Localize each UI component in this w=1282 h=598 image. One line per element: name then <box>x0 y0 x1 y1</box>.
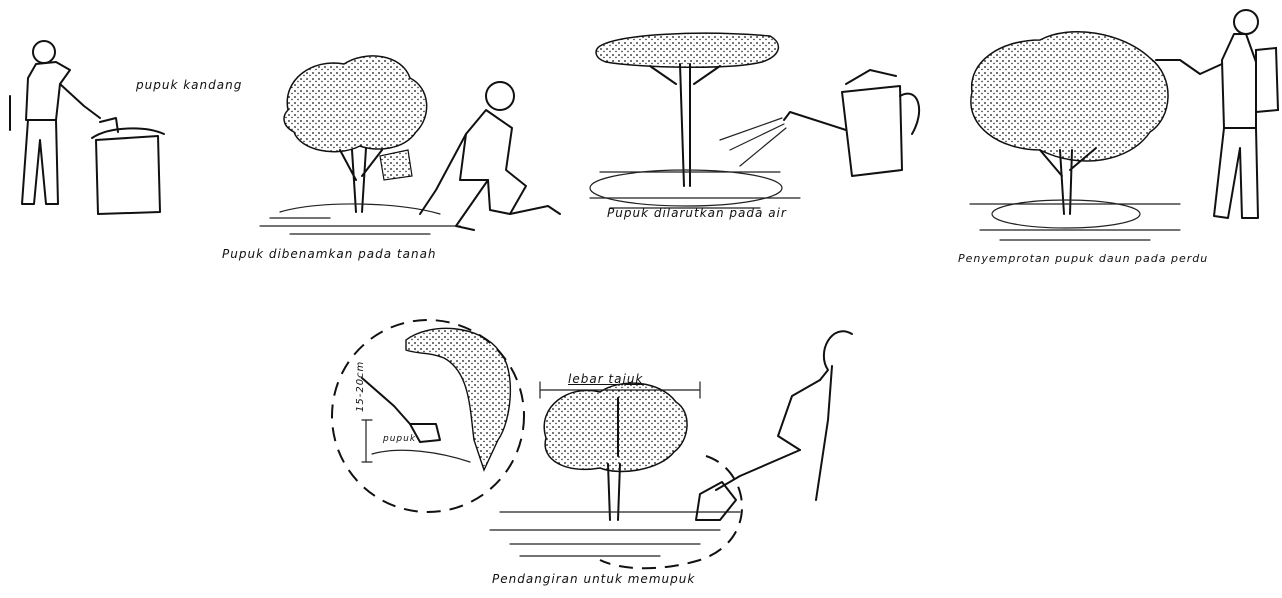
person-hoeing <box>696 331 852 520</box>
tree-trunk-2 <box>340 148 382 212</box>
detail-tree <box>406 328 510 470</box>
label-pupuk-kecil: pupuk <box>383 434 416 444</box>
caption-dibenamkan-tanah: Pupuk dibenamkan pada tanah <box>222 247 437 261</box>
person-standing-1 <box>10 41 100 204</box>
tree-trunk-3 <box>650 64 720 186</box>
person-kneeling <box>420 82 560 230</box>
caption-pendangiran: Pendangiran untuk memupuk <box>492 572 695 586</box>
label-lebar-tajuk: lebar tajuk <box>568 372 643 386</box>
fertilizer-bag-2 <box>380 150 412 180</box>
label-pupuk-kandang: pupuk kandang <box>136 78 242 92</box>
ground-2 <box>280 204 440 214</box>
tree-canopy-5 <box>544 383 687 471</box>
backpack-sprayer <box>1256 48 1278 112</box>
caption-penyemprotan-daun: Penyemprotan pupuk daun pada perdu <box>958 252 1208 265</box>
panel-pupuk-dilarutkan <box>590 33 919 208</box>
ground-ring-3 <box>590 170 782 206</box>
panel-pupuk-kandang <box>10 41 164 214</box>
caption-dilarutkan-air: Pupuk dilarutkan pada air <box>607 206 787 220</box>
manure-sack <box>92 118 164 214</box>
panel-pendangiran <box>332 320 852 568</box>
watering-can <box>720 70 919 176</box>
tree-canopy-4 <box>971 32 1168 161</box>
tree-canopy-2 <box>284 56 427 152</box>
tree-canopy-3 <box>596 33 778 67</box>
person-spraying <box>1156 10 1278 218</box>
panel-pupuk-dibenamkan <box>260 56 560 234</box>
label-kedalaman: 15-20cm <box>355 361 366 412</box>
panel-penyemprotan <box>970 10 1278 240</box>
